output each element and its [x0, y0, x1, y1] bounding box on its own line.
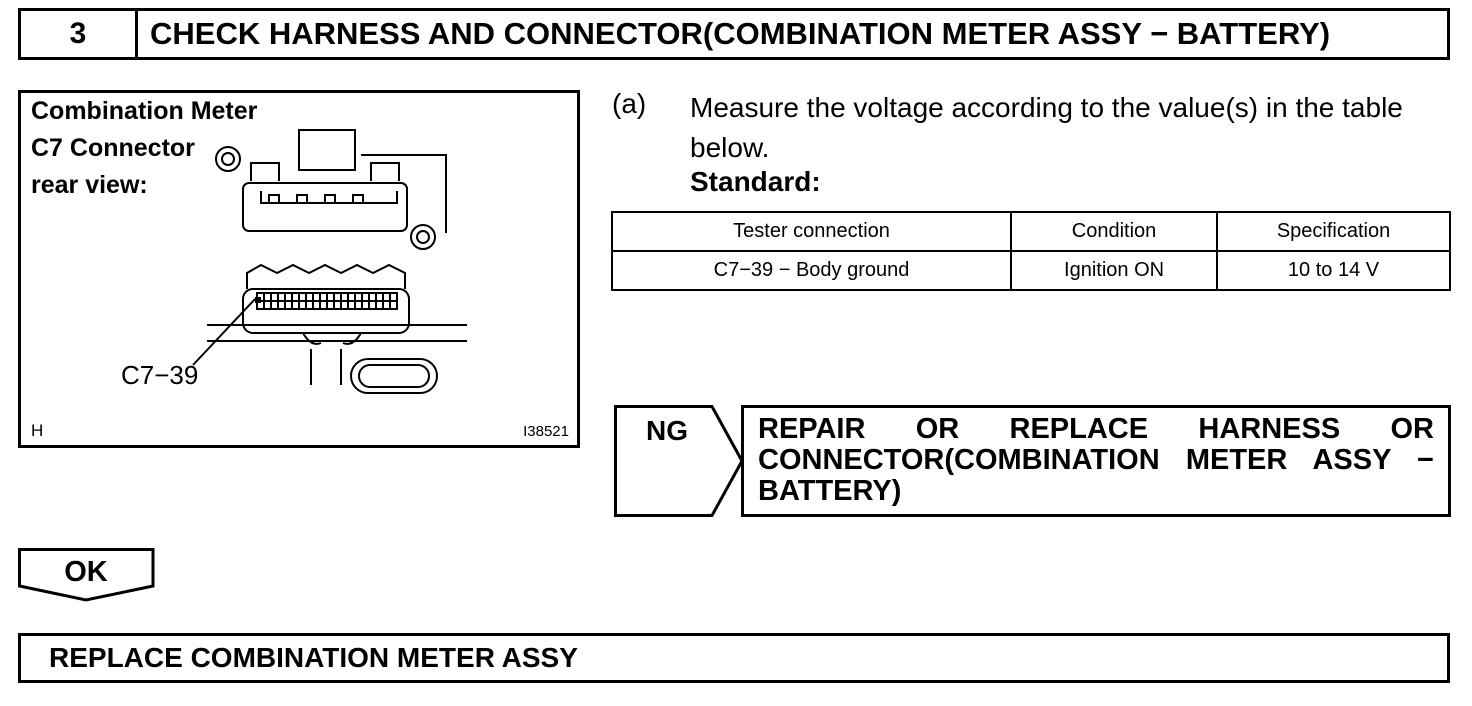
ok-arrow-box: OK — [18, 548, 158, 602]
ng-action-box: REPAIR OR REPLACE HARNESS OR CONNECTOR(C… — [741, 405, 1451, 517]
table-row: C7−39 − Body ground Ignition ON 10 to 14… — [610, 250, 1451, 291]
table-cell: C7−39 − Body ground — [610, 250, 1013, 291]
table-header-cell: Tester connection — [610, 211, 1013, 252]
instruction-letter: (a) — [612, 88, 647, 119]
ng-label: NG — [646, 415, 688, 446]
table-header-row: Tester connection Condition Specificatio… — [610, 211, 1451, 252]
spec-table: Tester connection Condition Specificatio… — [610, 211, 1451, 291]
connector-illustration — [192, 129, 467, 394]
figure-label-line-1: Combination Meter — [31, 97, 258, 125]
ok-arrow-shape — [18, 548, 155, 602]
step-title: CHECK HARNESS AND CONNECTOR(COMBINATION … — [150, 16, 1331, 51]
table-cell: Ignition ON — [1010, 250, 1219, 291]
step-number: 3 — [21, 11, 138, 57]
figure-corner-letter: H — [31, 421, 44, 440]
instruction-text: Measure the voltage according to the val… — [690, 92, 1403, 163]
table-cell: 10 to 14 V — [1216, 250, 1451, 291]
result-box: REPLACE COMBINATION METER ASSY — [18, 633, 1450, 683]
step-header: 3 CHECK HARNESS AND CONNECTOR(COMBINATIO… — [18, 8, 1450, 60]
ok-label: OK — [64, 556, 108, 588]
figure-label-line-2: C7 Connector — [31, 134, 195, 162]
table-header-cell: Condition — [1010, 211, 1219, 252]
ng-arrow-box: NG — [614, 405, 744, 517]
table-header-cell: Specification — [1216, 211, 1451, 252]
standard-label: Standard: — [690, 166, 821, 197]
connector-figure: Combination Meter C7 Connector rear view… — [18, 90, 580, 448]
pin-label: C7−39 — [121, 360, 199, 390]
figure-id: I38521 — [523, 423, 569, 440]
figure-label-line-3: rear view: — [31, 171, 148, 199]
ng-arrow-shape — [614, 405, 744, 517]
